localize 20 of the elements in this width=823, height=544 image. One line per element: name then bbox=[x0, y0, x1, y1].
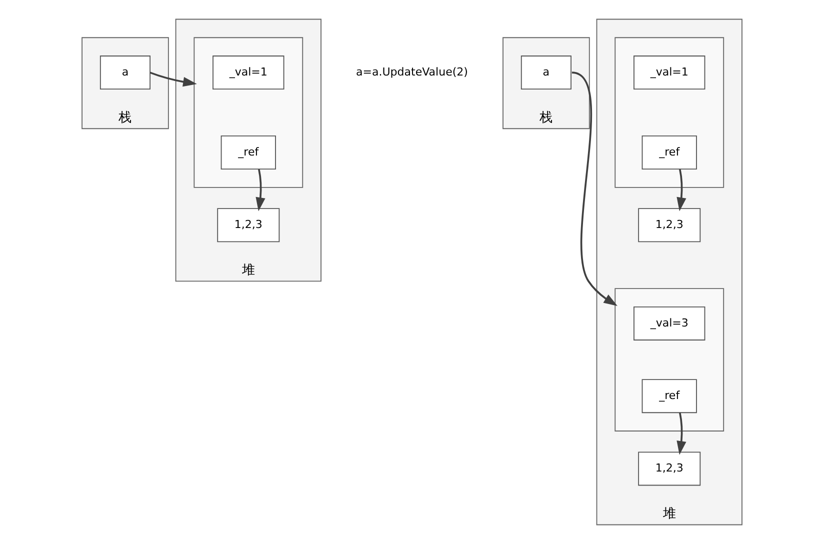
cluster bbox=[193, 37, 303, 188]
node-box: _val=1 bbox=[633, 56, 705, 90]
node-box: a bbox=[99, 56, 150, 90]
node-box: 1,2,3 bbox=[638, 208, 700, 242]
node-box: _ref bbox=[641, 136, 696, 170]
node-box: a bbox=[520, 56, 571, 90]
arrow bbox=[255, 168, 265, 212]
cluster bbox=[614, 288, 724, 432]
node-box: _ref bbox=[220, 136, 276, 170]
arrow bbox=[676, 412, 686, 455]
arrow bbox=[676, 168, 686, 212]
node-box: _ref bbox=[641, 379, 696, 414]
label: a=a.UpdateValue(2) bbox=[356, 65, 468, 78]
node-box: 1,2,3 bbox=[216, 208, 280, 242]
arrow bbox=[149, 72, 196, 87]
node-box: 1,2,3 bbox=[638, 452, 700, 486]
node-box: _val=3 bbox=[633, 306, 705, 340]
arrow bbox=[571, 72, 617, 306]
node-box: _val=1 bbox=[212, 56, 284, 90]
cluster bbox=[614, 37, 724, 188]
